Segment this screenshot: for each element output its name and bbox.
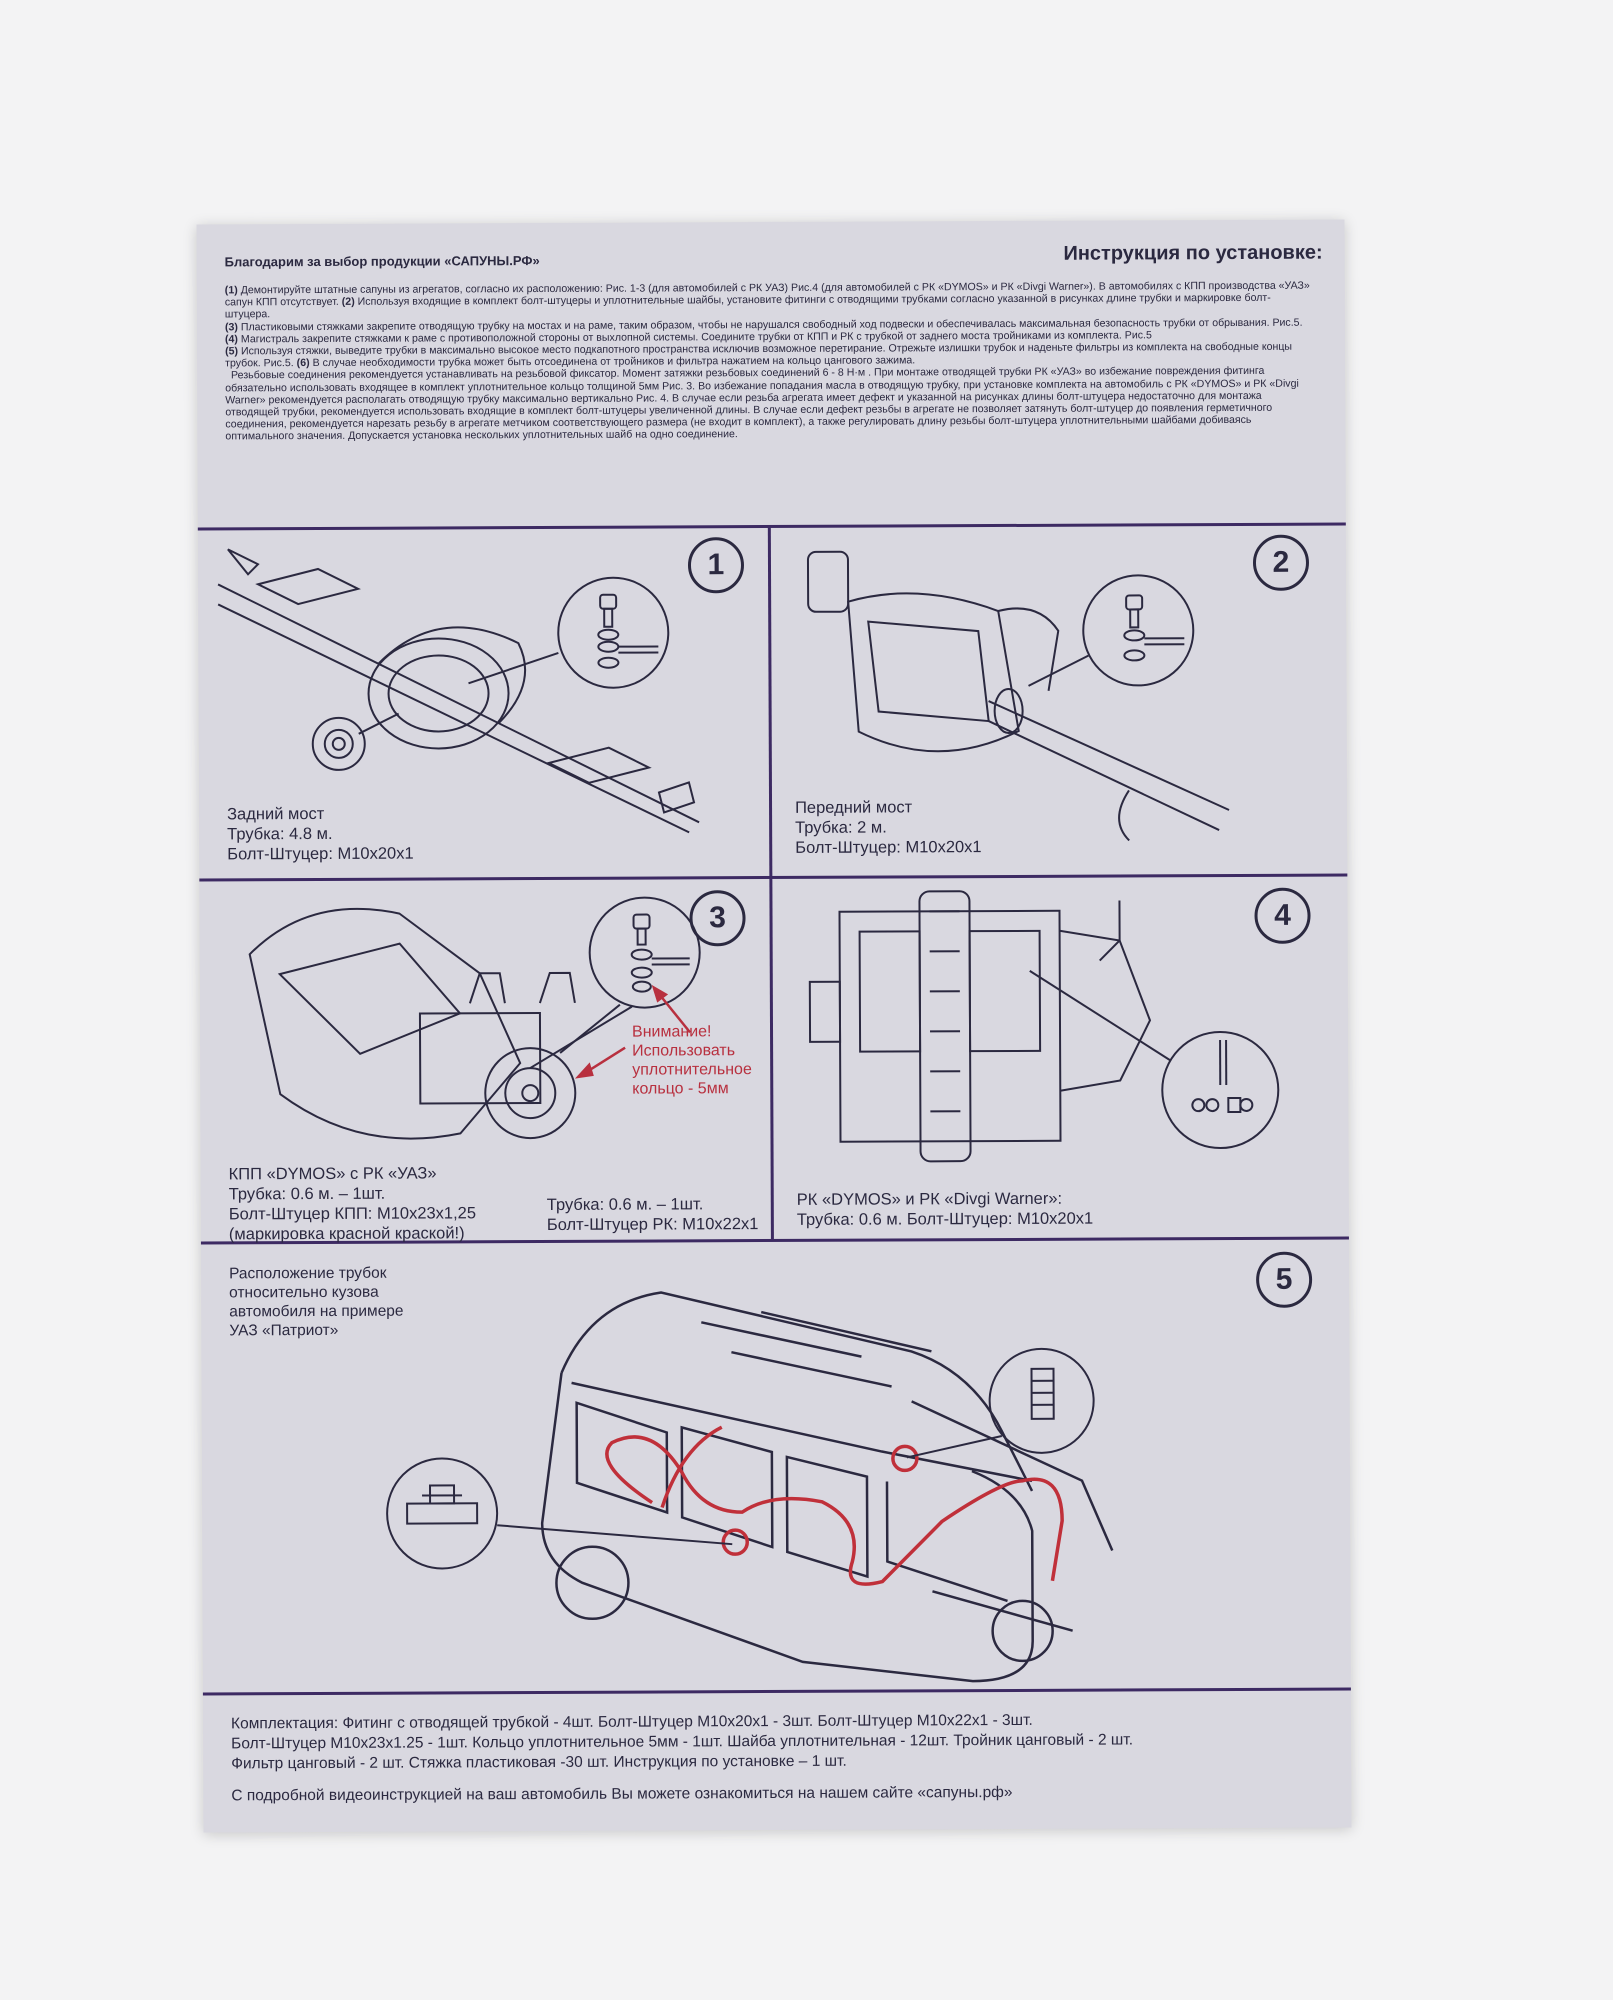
warning-line: Использовать <box>632 1042 736 1060</box>
caption-line: Болт-Штуцер КПП: М10х23х1,25 <box>228 1204 477 1224</box>
thanks-heading: Благодарим за выбор продукции «САПУНЫ.РФ… <box>224 253 540 270</box>
figure-2-caption: Передний мост Трубка: 2 м. Болт-Штуцер: … <box>795 797 982 858</box>
caption-line: Трубка: 2 м. <box>795 818 887 837</box>
instruction-title: Инструкция по установке: <box>1063 241 1323 265</box>
rear-axle-illustration <box>217 548 700 834</box>
figure-3-caption-right: Трубка: 0.6 м. – 1шт. Болт-Штуцер РК: М1… <box>547 1194 759 1235</box>
kit-line: Фильтр цанговый - 2 шт. Стяжка пластиков… <box>231 1752 847 1773</box>
seal-ring-warning: Внимание! Использовать уплотнительное ко… <box>632 1022 752 1099</box>
front-axle-illustration <box>806 550 1230 842</box>
figure-2-number: 2 <box>1252 534 1310 591</box>
caption-line: (маркировка красной краской!) <box>228 1224 465 1244</box>
kit-contents: Комплектация: Фитинг с отводящей трубкой… <box>231 1710 1321 1775</box>
divider-vertical <box>767 525 774 1240</box>
step-number: (3) <box>224 320 238 333</box>
divider-bottom <box>202 1687 1351 1696</box>
caption-line: Трубка: 4.8 м. <box>227 824 333 844</box>
vehicle-tube-layout-illustration <box>386 1291 1114 1683</box>
caption-line: РК «DYMOS» и РК «Divgi Warner»: <box>796 1189 1063 1209</box>
step-number: (6) <box>296 357 310 370</box>
warning-line: кольцо - 5мм <box>632 1080 729 1098</box>
notes-paragraph: Резьбовые соединения рекомендуется устан… <box>225 365 1315 443</box>
warning-line: уплотнительное <box>632 1061 752 1079</box>
step-number: (4) <box>224 333 238 346</box>
caption-line: Задний мост <box>227 804 325 824</box>
figure-3-caption: КПП «DYMOS» с РК «УАЗ» Трубка: 0.6 м. – … <box>229 1163 477 1244</box>
step-1-2: (1) Демонтируйте штатные сапуны из агрег… <box>225 280 1315 321</box>
gearbox-illustration <box>248 896 701 1140</box>
caption-line: Трубка: 0.6 м. Болт-Штуцер: М10х20х1 <box>796 1209 1094 1229</box>
step-number: (2) <box>341 296 355 309</box>
step-number: (5) <box>225 345 239 358</box>
website-note: С подробной видеоинструкцией на ваш авто… <box>231 1783 1013 1805</box>
warning-line: Внимание! <box>631 1023 712 1041</box>
caption-line: Передний мост <box>795 798 913 817</box>
instruction-sheet: Благодарим за выбор продукции «САПУНЫ.РФ… <box>196 219 1352 1833</box>
step-number: (1) <box>224 284 238 297</box>
intro-text: (1) Демонтируйте штатные сапуны из агрег… <box>225 280 1316 443</box>
figure-5-number: 5 <box>1255 1251 1313 1308</box>
caption-line: Болт-Штуцер: М10х20х1 <box>227 844 414 864</box>
caption-line: Болт-Штуцер: М10х20х1 <box>795 838 982 857</box>
figure-4-caption: РК «DYMOS» и РК «Divgi Warner»: Трубка: … <box>797 1189 1094 1230</box>
caption-line: Трубка: 0.6 м. – 1шт. <box>228 1184 386 1204</box>
caption-line: КПП «DYMOS» с РК «УАЗ» <box>228 1164 437 1184</box>
divider-row1 <box>199 873 1348 882</box>
caption-line: Трубка: 0.6 м. – 1шт. <box>546 1195 704 1214</box>
figure-1-caption: Задний мост Трубка: 4.8 м. Болт-Штуцер: … <box>227 804 414 865</box>
caption-line: Болт-Штуцер РК: М10х22х1 <box>546 1215 759 1234</box>
divider-top <box>197 522 1346 531</box>
transfer-case-illustration <box>808 890 1280 1163</box>
notes-text: Резьбовые соединения рекомендуется устан… <box>225 365 1299 443</box>
